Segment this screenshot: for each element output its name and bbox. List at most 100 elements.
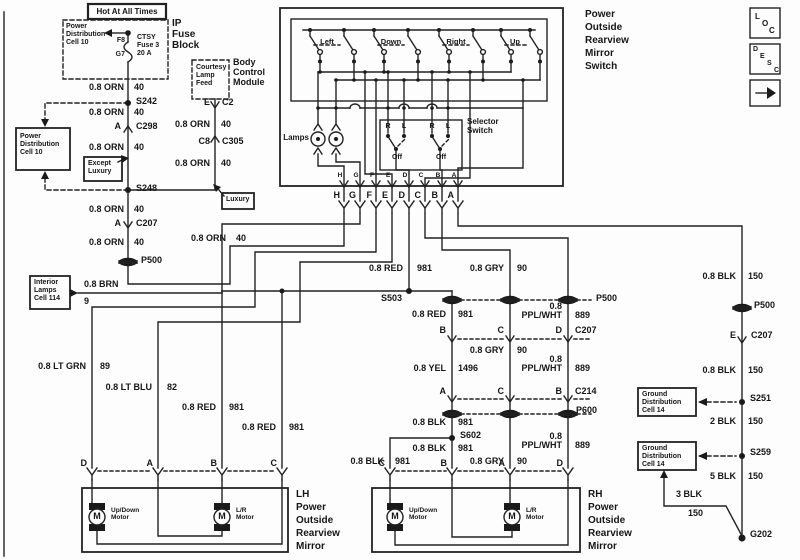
rh-mirror-title: RH Power Outside Rearview Mirror [588,489,632,552]
wire-blk150-1-ckt: 150 [748,271,764,281]
wire-brn-name: 0.8 BRN [84,279,119,289]
switch-direction-right: Right [446,37,466,46]
loc-icon-letter-o: O [762,19,769,28]
interior-lamps-cell-box: Interior Lamps Cell 114 [34,279,61,302]
fuse-name: CTSY Fuse 3 20 A [137,34,160,57]
wire-ltblu-name: 0.8 LT BLU [105,382,152,392]
wire-blk2-ckt: 150 [748,416,764,426]
wire-orn-bcm2-ckt: 40 [221,158,232,168]
lh-pin-d: D [80,458,88,468]
wire-blk2-name: 2 BLK [709,416,736,426]
c214-pin-b: B [555,386,563,396]
wire-orn-2-name: 0.8 ORN [88,107,124,117]
wire-red-lhb-name: 0.8 RED [181,402,216,412]
wire-yel-ckt: 1496 [458,363,479,373]
switch-pin-d: D [398,190,406,200]
wire-orn-4-ckt: 40 [134,204,145,214]
wire-blk150-2-ckt: 150 [748,365,764,375]
wire-blk981-b-name: 0.8 BLK [412,443,446,453]
bcm-pin-c8: C8 [198,136,210,146]
except-luxury-tag: Except Luxury [88,160,112,175]
connector-symbols [86,101,752,481]
ground-dist-cell-box-2: Ground Distribution Cell 14 [642,445,682,468]
splice-s248: S248 [136,183,158,193]
boxes [15,2,781,553]
wire-blk981-a-ckt: 981 [458,417,474,427]
wire-ltgrn-name: 0.8 LT GRN [38,361,86,371]
switch-pin-c: C [414,190,422,200]
rh-updown-motor-m: M [391,511,399,521]
switch-pin-b: B [431,190,439,200]
wire-orn-bcm2-name: 0.8 ORN [174,158,210,168]
splice-s242: S242 [136,96,158,106]
wire-red-mid-name: 0.8 RED [411,309,446,319]
fuse-pin-f8: F8 [116,37,125,44]
switch-inner-pin-a: A [451,172,457,179]
switch-inner-pin-b: B [435,172,441,179]
c207-mid-pin-c: C [497,325,505,335]
lh-pin-a: A [146,458,154,468]
lamps-label: Lamps [283,133,309,142]
switch-inner-pin-g: G [353,172,359,179]
wire-blk3-name: 3 BLK [676,489,703,499]
c207-mid-pin-b: B [439,325,447,335]
arrows [41,29,776,478]
selector-r-1: R [385,123,391,130]
selector-off-1: Off [391,154,403,161]
rh-updown-motor-label: Up/Down Motor [409,507,438,521]
switch-inner-pin-e: E [385,172,391,179]
switch-pin-a: A [447,190,455,200]
switch-direction-left: Left [320,37,334,46]
switch-inner-pin-c: C [418,172,424,179]
switch-direction-down: Down [380,37,402,46]
wire-yel-name: 0.8 YEL [413,363,446,373]
connector-c207-right: C207 [751,330,773,340]
switch-pin-f: F [366,190,373,200]
wire-orn-4-name: 0.8 ORN [88,204,124,214]
wire-red-main-name: 0.8 RED [368,263,403,273]
switch-pin-e: E [381,190,388,200]
splice-s251: S251 [750,393,772,403]
grommet-p500-left: P500 [141,255,163,265]
connector-c305: C305 [222,136,244,146]
ip-fuse-block-label: IP Fuse Block [172,18,200,51]
lh-lr-motor-m: M [218,511,226,521]
luxury-tag: Luxury [226,196,250,203]
wire-orn-bcm-ckt: 40 [221,119,232,129]
grommet-p500-right: P500 [754,300,776,310]
c298-pin: A [114,121,122,131]
hot-at-all-times-banner: Hot At All Times [96,7,158,16]
wire-ppl-1-name: 0.8 PPL/WHT [521,301,563,320]
wire-blk3-ckt: 150 [688,508,704,518]
wire-gry-top-ckt: 90 [517,263,528,273]
lh-mirror-title: LH Power Outside Rearview Mirror [296,489,340,552]
wire-ppl-1-ckt: 889 [575,310,591,320]
ground-dist-cell-box-1: Ground Distribution Cell 14 [642,391,682,414]
c214-pin-c: C [497,386,505,396]
desc-icon-letter-s: S [767,60,772,67]
reference-dashed-lines [44,102,737,457]
loc-icon-letter-c: C [769,26,775,35]
bcm-pin-e: E [203,97,210,107]
wire-brn-ckt: 9 [84,296,90,306]
wire-red-lhb-ckt: 981 [229,402,245,412]
loc-icon-letter-l: L [755,12,760,21]
body-control-module-label: Body Control Module [233,57,265,87]
connector-c298: C298 [136,121,158,131]
wire-orn-5-ckt: 40 [134,237,145,247]
selector-l-1: L [401,123,407,130]
splice-s259: S259 [750,447,772,457]
connector-c2: C2 [222,97,234,107]
wire-red-mid-ckt: 981 [458,309,474,319]
selector-switch-label: Selector Switch [467,117,499,135]
wire-blk5-ckt: 150 [748,471,764,481]
switch-title: Power Outside Rearview Mirror Switch [585,9,629,72]
wire-ppl-2-name: 0.8 PPL/WHT [521,354,563,373]
wire-ppl-3-name: 0.8 PPL/WHT [521,431,563,450]
switch-inner-pin-h: H [337,172,343,179]
desc-icon-letter-e: E [760,53,765,60]
wire-gry-low-name: 0.8 GRY [469,456,504,466]
lh-lr-motor-label: L/R Motor [236,507,255,521]
wire-orn-2-ckt: 40 [134,107,145,117]
wire-ltgrn-ckt: 89 [100,361,111,371]
